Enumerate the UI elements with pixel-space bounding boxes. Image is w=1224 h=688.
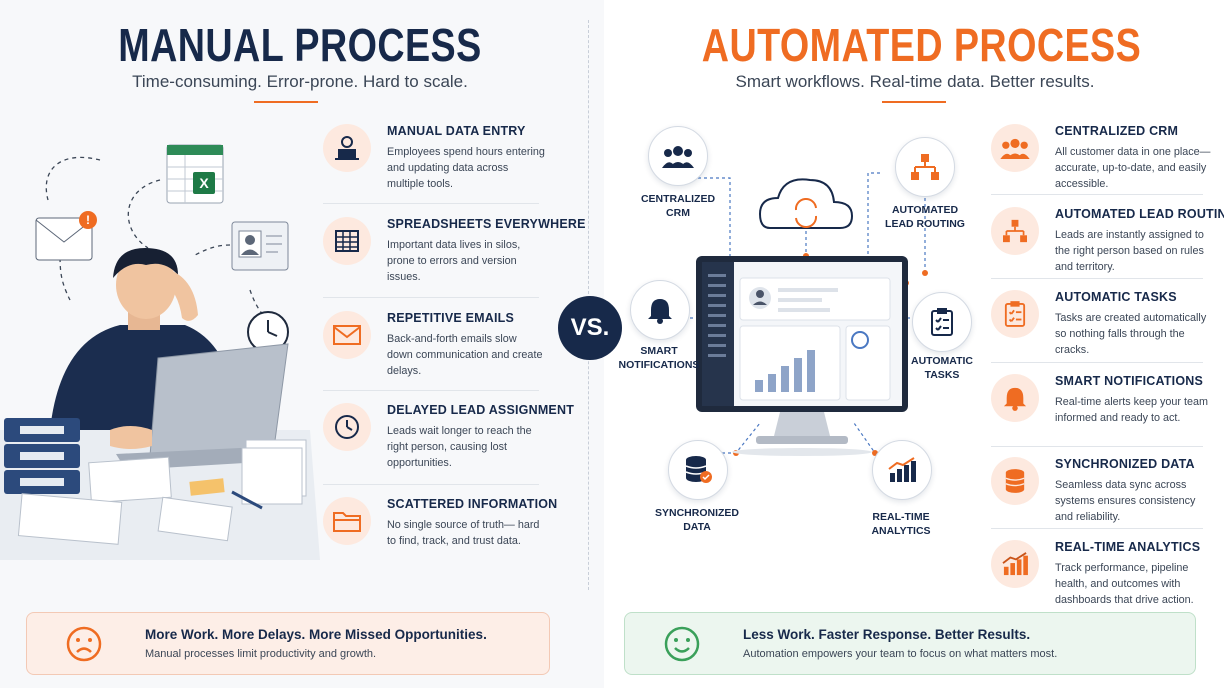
node-label-notifications: SMART NOTIFICATIONS: [618, 345, 700, 371]
node-label-tasks: AUTOMATIC TASKS: [910, 355, 974, 381]
excel-file-icon: X: [166, 144, 224, 204]
item-desc: Leads are instantly assigned to the righ…: [1055, 229, 1204, 273]
node-smart-notifications: [630, 280, 690, 340]
clipboard-icon: [931, 308, 953, 336]
binders-stack: [4, 418, 80, 494]
item-title: REAL-TIME ANALYTICS: [1055, 540, 1201, 554]
item-title: SYNCHRONIZED DATA: [1055, 457, 1195, 471]
manual-item-spreadsheets: SPREADSHEETS EVERYWHERE Important data li…: [323, 217, 586, 285]
contact-card-icon: [231, 221, 289, 271]
auto-item-lead-routing: AUTOMATED LEAD ROUTING Leads are instantl…: [991, 207, 1224, 275]
item-title: MANUAL DATA ENTRY: [387, 124, 526, 138]
auto-item-sync: SYNCHRONIZED DATA Seamless data sync acro…: [991, 457, 1213, 525]
stressed-worker-illustration: X !: [0, 144, 320, 560]
cloud-sync-icon: [758, 178, 854, 229]
item-desc: No single source of truth— hard to find,…: [387, 519, 540, 547]
laptop-user-icon: [323, 124, 371, 172]
manual-item-scattered-info: SCATTERED INFORMATION No single source of…: [323, 497, 557, 549]
manual-item-delayed-lead: DELAYED LEAD ASSIGNMENT Leads wait longer…: [323, 403, 574, 471]
sad-face-icon: [66, 626, 102, 661]
automated-summary-text: Automation empowers your team to focus o…: [743, 648, 1058, 660]
item-desc: Seamless data sync across systems ensure…: [1055, 479, 1196, 523]
database-icon: [991, 457, 1039, 505]
item-desc: Real-time alerts keep your team informed…: [1055, 396, 1209, 424]
automated-summary-box: Less Work. Faster Response. Better Resul…: [624, 612, 1196, 675]
bell-icon: [648, 299, 672, 324]
email-alert-icon: !: [35, 211, 97, 261]
manual-item-emails: REPETITIVE EMAILS Back-and-forth emails s…: [323, 311, 545, 379]
automated-title: AUTOMATED PROCESS: [701, 19, 1142, 71]
node-synchronized-data: [668, 440, 728, 500]
separator: [991, 446, 1203, 447]
separator: [323, 390, 539, 391]
node-centralized-crm: [648, 126, 708, 186]
node-label-crm: CENTRALIZED CRM: [640, 193, 716, 219]
team-icon: [991, 124, 1039, 172]
analytics-icon: [991, 540, 1039, 588]
team-icon: [662, 146, 694, 168]
separator: [991, 528, 1203, 529]
auto-item-notifications: SMART NOTIFICATIONS Real-time alerts keep…: [991, 374, 1213, 426]
svg-text:!: !: [86, 213, 90, 227]
svg-text:X: X: [199, 175, 209, 191]
item-title: REPETITIVE EMAILS: [387, 311, 515, 325]
separator: [323, 203, 539, 204]
auto-item-analytics: REAL-TIME ANALYTICS Track performance, pi…: [991, 540, 1213, 608]
routing-icon: [911, 154, 939, 180]
item-desc: Tasks are created automatically so nothi…: [1055, 312, 1207, 356]
analytics-icon: [888, 457, 916, 482]
wall-clock-icon: [247, 311, 289, 353]
node-label-sync: SYNCHRONIZED DATA: [654, 507, 739, 533]
node-label-routing: AUTOMATED LEAD ROUTING: [885, 204, 965, 230]
item-title: DELAYED LEAD ASSIGNMENT: [387, 403, 575, 417]
node-label-analytics: REAL-TIME ANALYTICS: [871, 511, 931, 537]
automated-title-underline: [882, 101, 946, 103]
automated-summary-headline: Less Work. Faster Response. Better Resul…: [743, 627, 1031, 642]
manual-title-underline: [254, 101, 318, 103]
item-title: SPREADSHEETS EVERYWHERE: [387, 217, 586, 231]
node-realtime-analytics: [872, 440, 932, 500]
automated-subtitle: Smart workflows. Real-time data. Better …: [735, 72, 1095, 91]
envelope-icon: [323, 311, 371, 359]
separator: [991, 194, 1203, 195]
automation-diagram: [660, 172, 940, 456]
item-desc: All customer data in one place—accurate,…: [1055, 146, 1211, 190]
item-desc: Leads wait longer to reach the right per…: [387, 425, 532, 469]
spreadsheet-icon: [323, 217, 371, 265]
manual-title: MANUAL PROCESS: [118, 19, 482, 71]
separator: [323, 484, 539, 485]
bell-icon: [991, 374, 1039, 422]
happy-face-icon: [664, 626, 700, 661]
item-desc: Important data lives in silos, prone to …: [387, 239, 521, 283]
vs-badge: VS.: [558, 296, 622, 360]
auto-item-tasks: AUTOMATIC TASKS Tasks are created automat…: [991, 290, 1213, 358]
item-title: SCATTERED INFORMATION: [387, 497, 558, 511]
separator: [991, 278, 1203, 279]
manual-summary-headline: More Work. More Delays. More Missed Oppo…: [145, 627, 487, 642]
auto-item-crm: CENTRALIZED CRM All customer data in one …: [991, 124, 1213, 192]
clock-icon: [323, 403, 371, 451]
manual-subtitle: Time-consuming. Error-prone. Hard to sca…: [132, 72, 468, 91]
manual-summary-box: More Work. More Delays. More Missed Oppo…: [26, 612, 550, 675]
dashboard-monitor: [696, 256, 908, 456]
manual-summary-text: Manual processes limit productivity and …: [145, 648, 377, 660]
item-title: AUTOMATED LEAD ROUTING: [1055, 207, 1224, 221]
item-desc: Employees spend hours entering and updat…: [387, 146, 545, 190]
item-title: SMART NOTIFICATIONS: [1055, 374, 1204, 388]
node-automatic-tasks: [912, 292, 972, 352]
routing-icon: [991, 207, 1039, 255]
manual-item-data-entry: MANUAL DATA ENTRY Employees spend hours e…: [323, 124, 545, 192]
item-desc: Back-and-forth emails slow down communic…: [387, 333, 543, 377]
item-title: CENTRALIZED CRM: [1055, 124, 1179, 138]
item-title: AUTOMATIC TASKS: [1055, 290, 1177, 304]
separator: [991, 362, 1203, 363]
item-desc: Track performance, pipeline health, and …: [1055, 562, 1194, 606]
node-lead-routing: [895, 137, 955, 197]
separator: [323, 297, 539, 298]
clipboard-icon: [991, 290, 1039, 338]
folder-icon: [323, 497, 371, 545]
database-icon: [685, 456, 712, 483]
